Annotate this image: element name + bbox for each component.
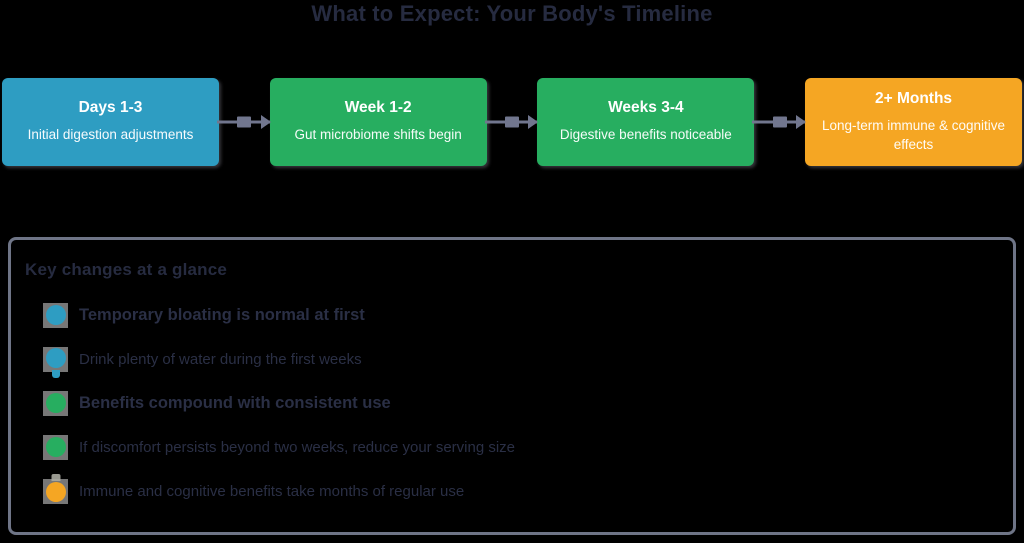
stage-box-weeks-3-4: Weeks 3-4 Digestive benefits noticeable [537,78,755,166]
green-circle-icon [43,434,68,460]
stage-box-2-plus-months: 2+ Months Long-term immune & cognitive e… [805,78,1023,166]
arrow-right-icon [217,78,271,166]
bullet-text: Benefits compound with consistent use [79,393,391,412]
list-item: Benefits compound with consistent use [43,390,999,416]
stage-box-days-1-3: Days 1-3 Initial digestion adjustments [2,78,219,166]
orange-fruit-icon [43,473,68,504]
bullet-text: If discomfort persists beyond two weeks,… [79,438,516,456]
blue-circle-icon [43,302,68,328]
stage-box-week-1-2: Week 1-2 Gut microbiome shifts begin [269,78,487,166]
stage-label: Days 1-3 [78,99,143,117]
bullet-text: Temporary bloating is normal at first [79,305,365,324]
timeline-flow: Days 1-3 Initial digestion adjustments W… [2,78,1023,166]
stage-label: Week 1-2 [344,99,412,117]
stage-label: Weeks 3-4 [608,99,684,117]
list-item: If discomfort persists beyond two weeks,… [43,434,999,460]
green-circle-icon [43,390,68,416]
droplet-icon [43,346,68,378]
list-item: Temporary bloating is normal at first [43,302,999,328]
stage-description: Gut microbiome shifts begin [294,127,462,143]
list-item: Drink plenty of water during the first w… [43,346,999,378]
arrow-right-icon [752,78,807,166]
stage-description: Initial digestion adjustments [27,127,194,143]
stage-description: Digestive benefits noticeable [559,127,732,143]
stage-label: 2+ Months [874,89,953,107]
notes-heading: Key changes at a glance [25,260,228,279]
bullet-text: Immune and cognitive benefits take month… [79,482,465,500]
arrow-right-icon [484,78,539,166]
stage-description: Long-term immune & cognitive effects [821,117,1006,152]
list-item: Immune and cognitive benefits take month… [43,473,999,504]
page-title: What to Expect: Your Body's Timeline [311,1,713,26]
notes-panel: Key changes at a glance Temporary bloati… [8,237,1016,535]
bullet-text: Drink plenty of water during the first w… [79,350,362,368]
